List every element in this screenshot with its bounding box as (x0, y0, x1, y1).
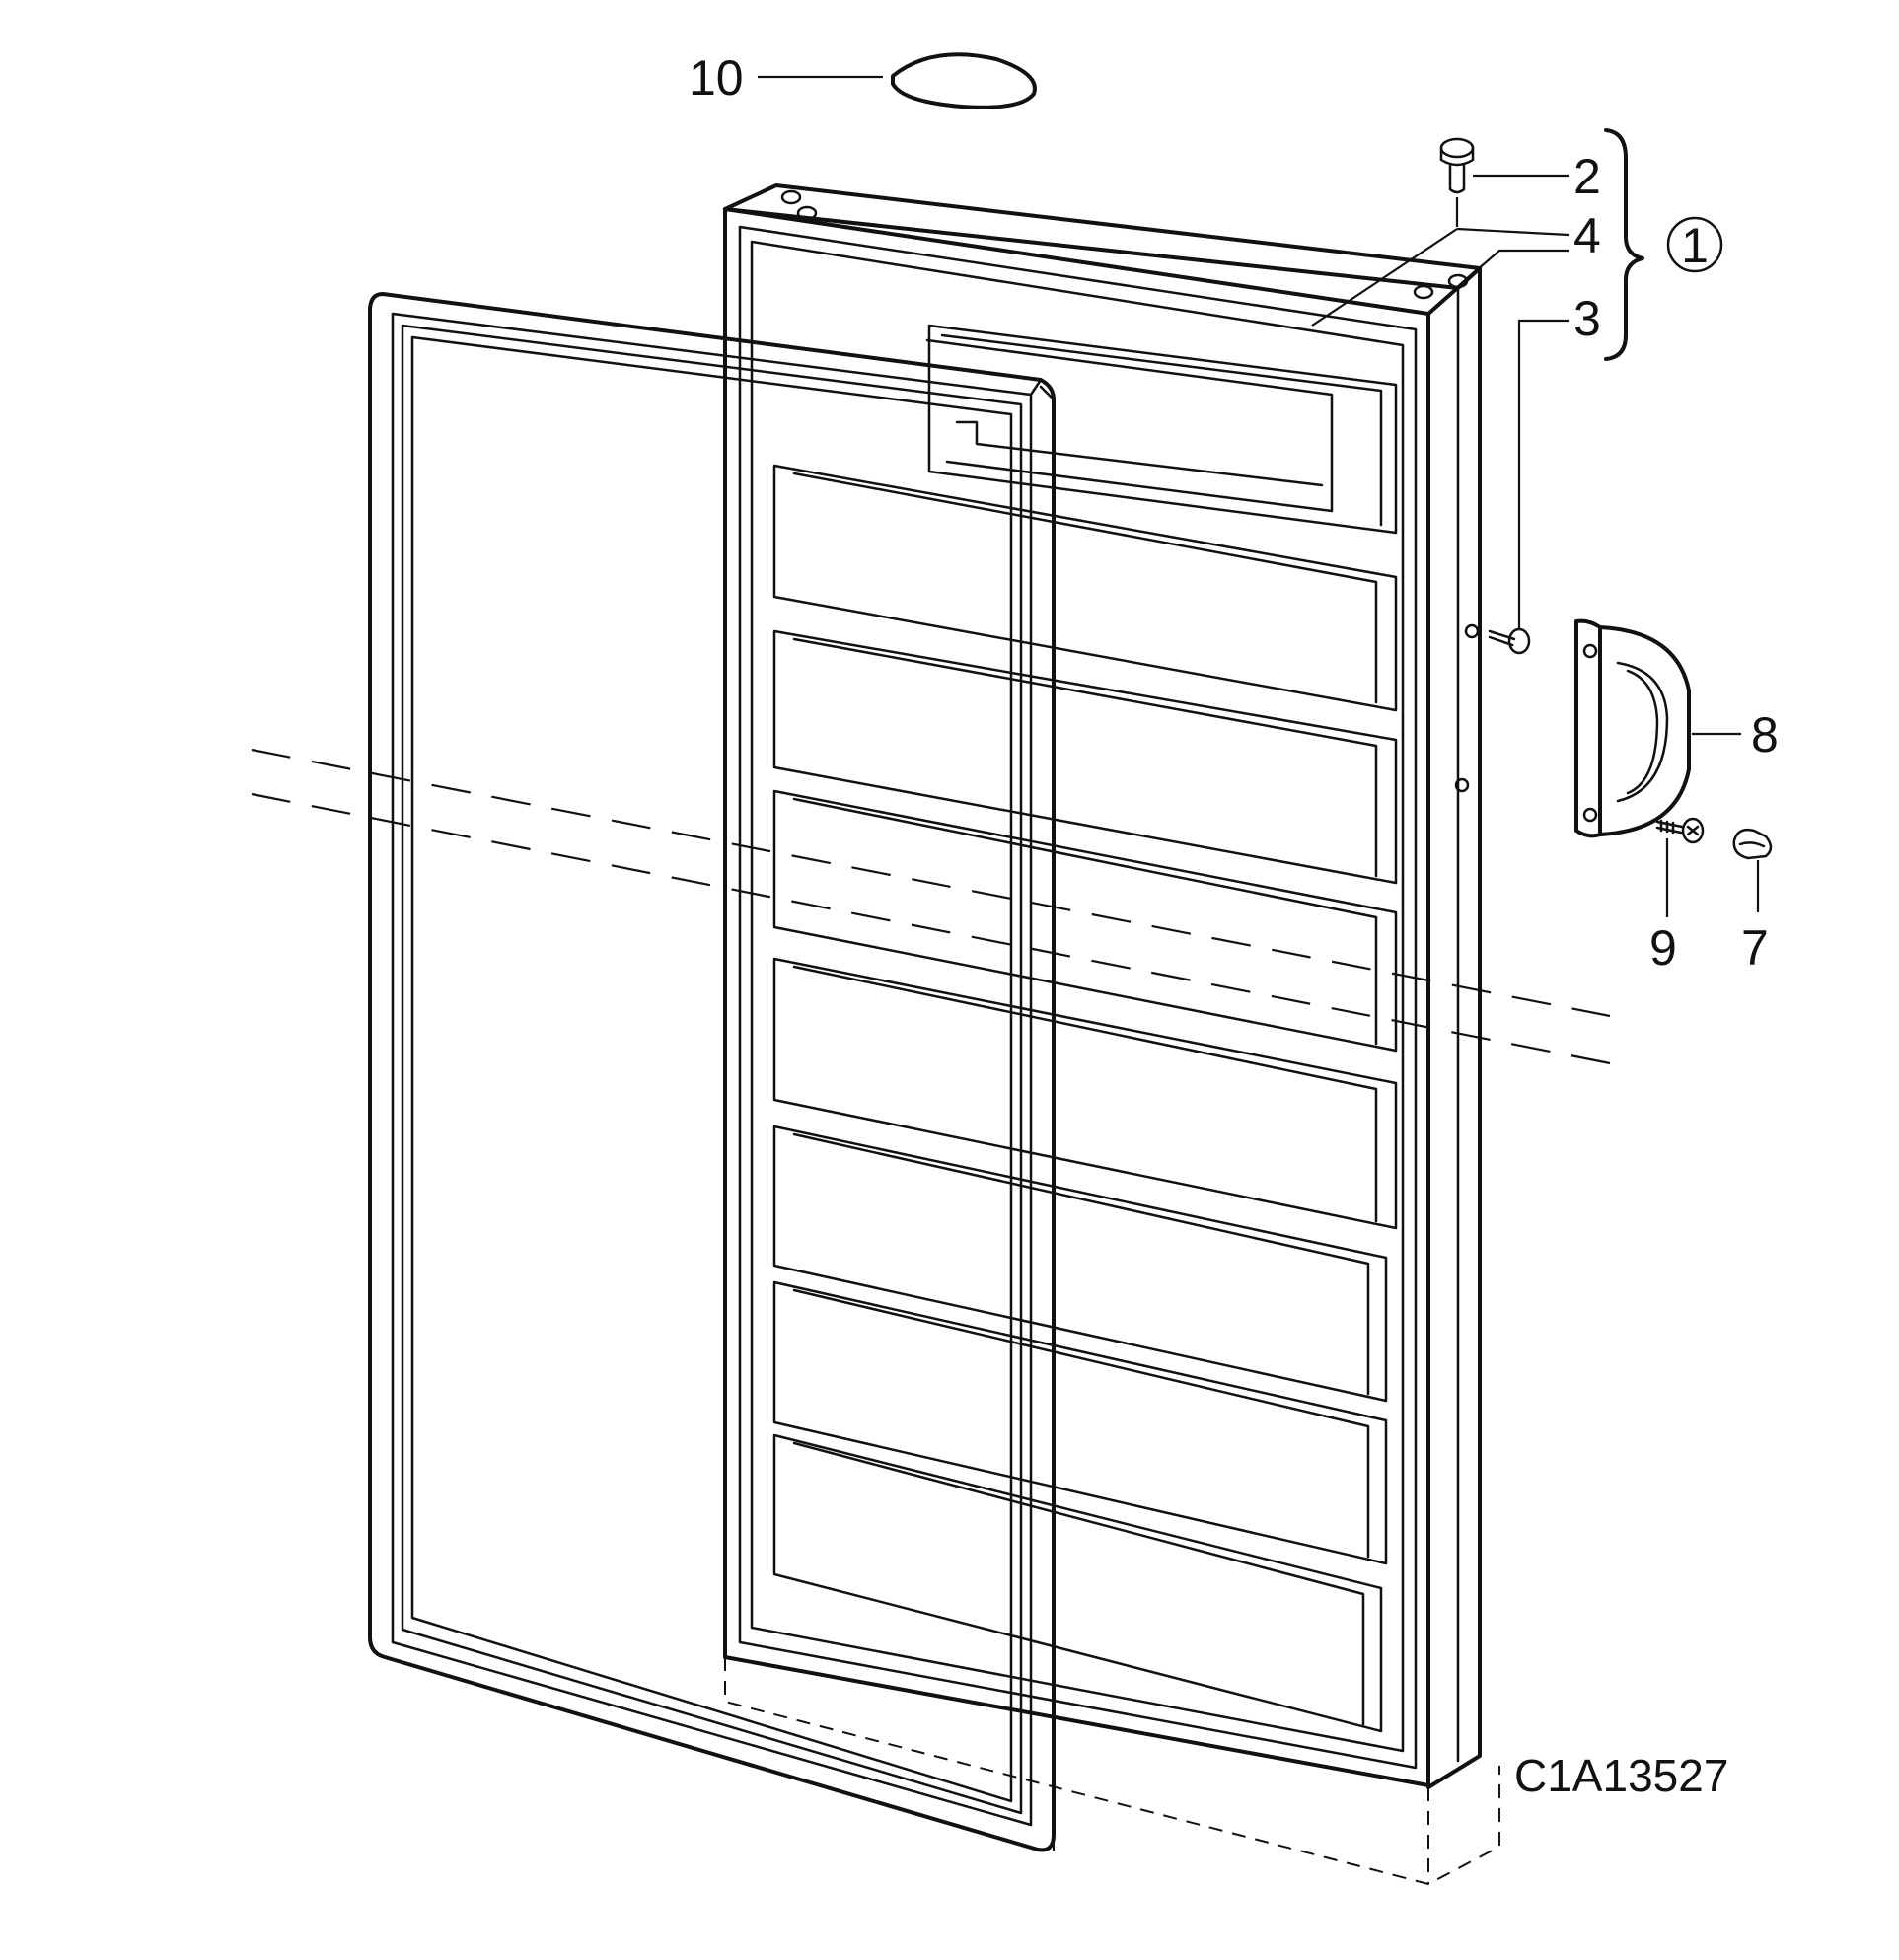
screw-icon (1655, 817, 1705, 844)
leader-lines (758, 75, 1760, 917)
part-label-9: 9 (1649, 920, 1677, 976)
part-label-10: 10 (689, 50, 744, 106)
part-label-2: 2 (1573, 149, 1601, 204)
hinge-pin-icon (1439, 137, 1475, 194)
door-panel (723, 183, 1482, 1789)
door-gasket-frame (368, 292, 1056, 1852)
part-label-7: 7 (1741, 920, 1769, 976)
drawing-reference-code: C1A13527 (1514, 1750, 1728, 1801)
cap-plug-icon (1732, 828, 1773, 860)
assembly-label: 1 (1681, 218, 1709, 273)
door-handle-icon (1574, 618, 1691, 838)
callout-labels: 10 2 4 3 8 9 7 1 C1A13527 (689, 50, 1779, 1801)
assembly-brace (1604, 128, 1644, 361)
pin-icon (1488, 627, 1531, 655)
break-lines (251, 748, 1611, 1886)
part-label-3: 3 (1573, 291, 1601, 346)
part-label-8: 8 (1751, 707, 1779, 762)
part-label-4: 4 (1573, 208, 1601, 263)
assembly-circle (1666, 216, 1723, 273)
gasket-cap-icon (891, 52, 1037, 109)
door-shelves (772, 324, 1398, 1733)
